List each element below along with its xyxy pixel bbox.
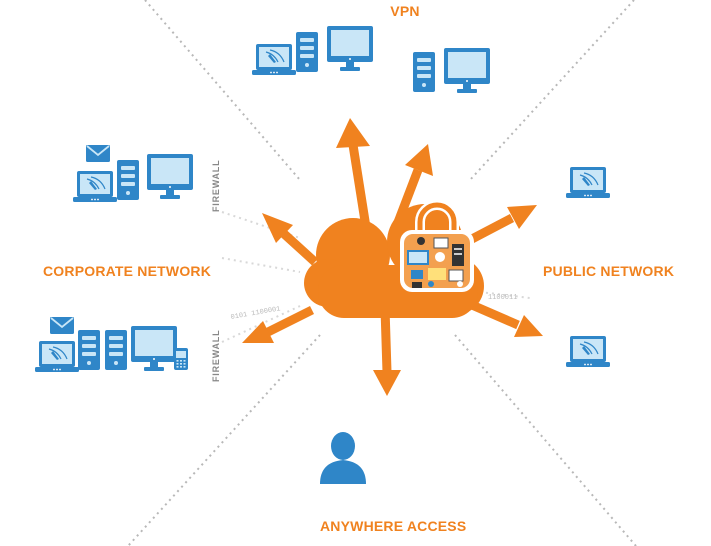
divider-lines xyxy=(127,0,637,546)
laptop-icon xyxy=(565,166,611,199)
corporate-network-label: CORPORATE NETWORK xyxy=(43,263,212,279)
vpn-devices xyxy=(251,26,490,93)
binary-text-left: 0101 1100001 xyxy=(230,305,281,322)
server-tower-icon xyxy=(78,330,100,370)
public-network-label: PUBLIC NETWORK xyxy=(543,263,675,279)
server-tower-icon xyxy=(105,330,127,370)
vpn-label: VPN xyxy=(390,3,420,19)
mobile-phone-icon xyxy=(174,348,188,370)
server-tower-icon xyxy=(296,32,318,72)
divider-top-left xyxy=(144,0,301,181)
divider-bottom-right xyxy=(454,334,637,546)
binary-text-right: 1100011 xyxy=(488,294,517,302)
laptop-icon xyxy=(72,170,118,203)
firewall-label-top: FIREWALL xyxy=(211,159,221,212)
laptop-icon xyxy=(251,43,297,76)
person-icon xyxy=(320,432,366,484)
laptop-icon xyxy=(34,340,80,373)
corporate-devices-top xyxy=(72,144,193,203)
laptop-icon xyxy=(565,335,611,368)
corporate-devices-bottom xyxy=(34,316,188,373)
desktop-monitor-icon xyxy=(147,154,193,199)
firewall-label-bottom: FIREWALL xyxy=(211,329,221,382)
anywhere-access-label: ANYWHERE ACCESS xyxy=(320,518,467,534)
server-tower-icon xyxy=(117,160,139,200)
server-tower-icon xyxy=(413,52,435,92)
desktop-monitor-icon xyxy=(327,26,373,71)
divider-top-right xyxy=(469,0,635,181)
padlock-icon xyxy=(400,200,474,292)
envelope-icon xyxy=(85,144,111,163)
envelope-icon xyxy=(49,316,75,335)
desktop-monitor-icon xyxy=(131,326,177,371)
desktop-monitor-icon xyxy=(444,48,490,93)
